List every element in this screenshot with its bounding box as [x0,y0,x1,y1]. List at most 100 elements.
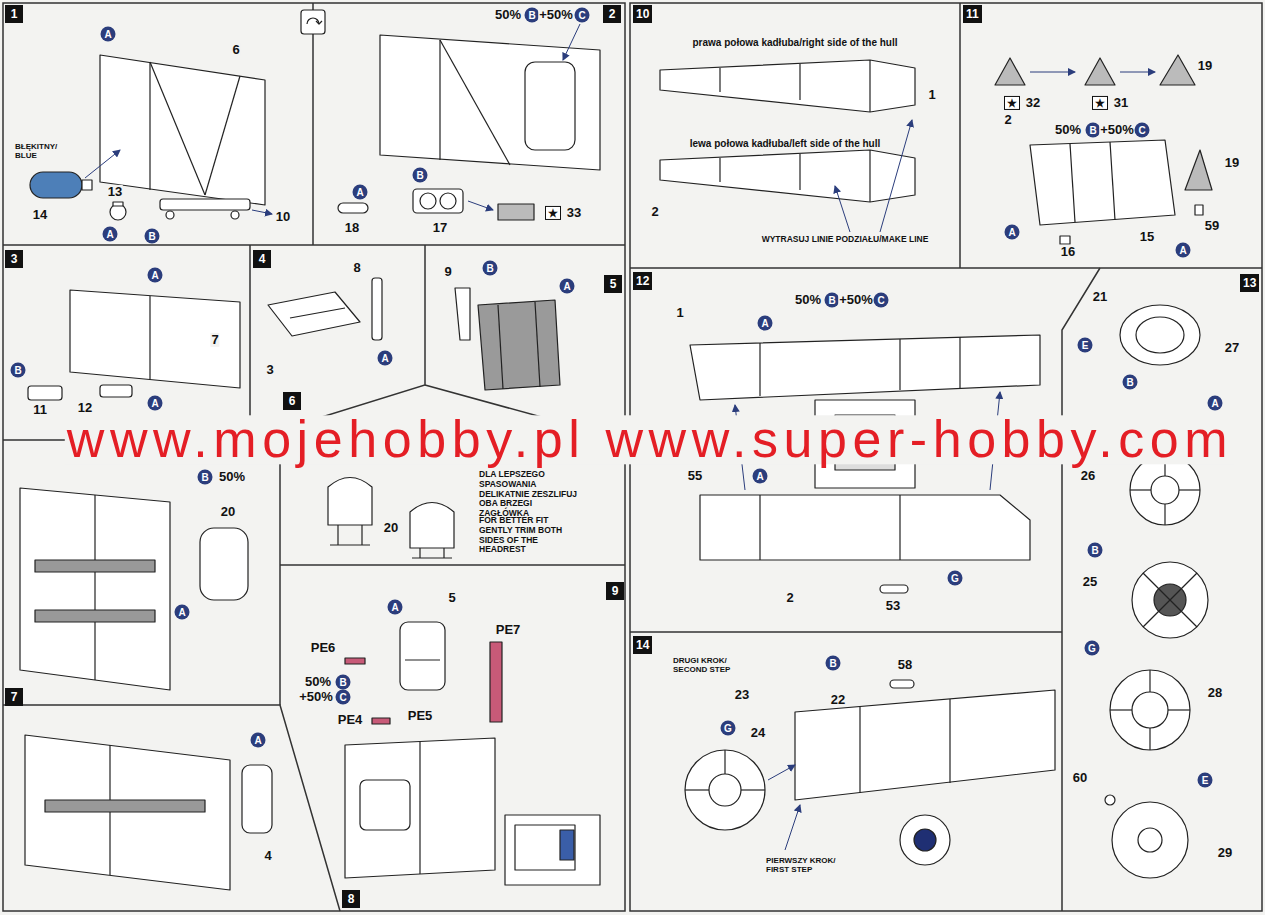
step-number: 2 [609,7,616,21]
rudder-pedals [535,302,540,387]
note-text: DLA LEPSZEGO SPASOWANIA DELIKATNIE ZESZL… [478,470,580,519]
cockpit-frame [20,488,170,690]
callout-number: 32 [1025,96,1041,110]
rotate-icon [301,10,325,34]
leader-line [563,24,580,60]
engine [1110,709,1132,710]
step-number: 6 [289,394,296,408]
step-number-badge: 8 [342,890,360,908]
decal [1085,58,1115,85]
leader-line [252,210,272,214]
seat [400,622,445,690]
callout-number: 31 [1113,96,1129,110]
engine [1130,455,1200,525]
headrest [328,478,372,546]
fuselage-nose [949,699,950,783]
cockpit-frame [25,735,230,890]
hull-half [660,150,915,202]
callout-number: +50% [538,8,574,22]
part-4 [242,765,272,833]
paint-code: A [388,600,403,615]
leader-line [835,186,850,232]
part-18 [338,203,368,213]
callout-number: 2 [785,591,794,605]
harness [490,642,502,722]
fuselage-nose [795,680,1055,800]
decal [995,58,1025,85]
callout-number: 55 [687,469,703,483]
panel-border [3,244,625,246]
step-number-badge: 6 [283,392,301,410]
cockpit-frame [419,742,420,874]
hull-half [660,150,915,202]
callout-number: 24 [750,726,766,740]
rotate-icon [307,18,319,24]
oxygen-bottle [30,172,82,198]
callout-number: 60 [1072,771,1088,785]
panel-border [279,430,281,705]
part-12 [100,385,132,397]
paint-code: B [483,261,498,276]
callout-number: +50% [1099,123,1135,137]
step-number: 1 [11,7,18,21]
cockpit-frame [439,40,440,160]
callout-number: 26 [1080,469,1096,483]
callout-number: 27 [1224,341,1240,355]
paint-code: A [758,316,773,331]
callout-number: 50% [494,8,522,22]
cockpit-frame [525,62,575,150]
step-number-badge: 3 [5,250,23,268]
headrest [361,525,362,545]
cockpit-frame [150,62,205,195]
note-text: lewa połowa kadłuba/left side of the hul… [689,138,882,149]
callout-number: 16 [1060,245,1076,259]
step-number: 14 [636,638,649,652]
hull-half [700,495,1030,560]
panel-border [630,267,1262,269]
headrest [410,503,454,559]
panel-border [3,245,250,440]
decal-symbol: ★ [1092,96,1108,110]
engine [1110,670,1190,750]
panel-border [3,705,340,911]
hull-half [869,60,870,112]
panel-border [959,3,961,268]
engine [900,815,950,865]
paint-code: C [575,8,590,23]
callout-number: 1 [675,306,684,320]
watermark: www.mojehobby.pl www.super-hobby.com [65,415,1235,464]
fuselage-nose [859,707,860,793]
cockpit-frame [20,488,170,690]
decal [498,204,534,220]
part-4 [242,765,272,833]
callout-number: +50% [838,293,874,307]
step-number: 5 [610,277,617,291]
fuselage-section [1070,144,1075,222]
inset-view [560,830,574,860]
hull-half [690,335,1040,400]
harness [345,658,365,664]
panel-border [1062,268,1100,911]
paint-code: B [826,656,841,671]
paint-code: B [145,229,160,244]
panel-border [630,631,1062,633]
step-number-badge: 12 [633,272,652,290]
engine [741,789,765,790]
callout-number: 23 [734,688,750,702]
callout-number: PE7 [495,623,522,637]
callout-number: 50% [218,470,246,484]
seat [405,659,440,660]
headrest [328,478,372,526]
step-number-badge: 10 [633,5,652,23]
cockpit-frame [70,290,240,388]
headrest [200,528,248,600]
part-17 [440,193,456,209]
part-11 [28,386,62,400]
headrest [412,557,452,558]
paint-code: A [753,469,768,484]
fuselage-section [1030,140,1203,244]
engine [914,829,936,851]
hull-half [899,339,900,390]
leader-line [768,765,795,780]
callout-number: 2 [650,205,659,219]
